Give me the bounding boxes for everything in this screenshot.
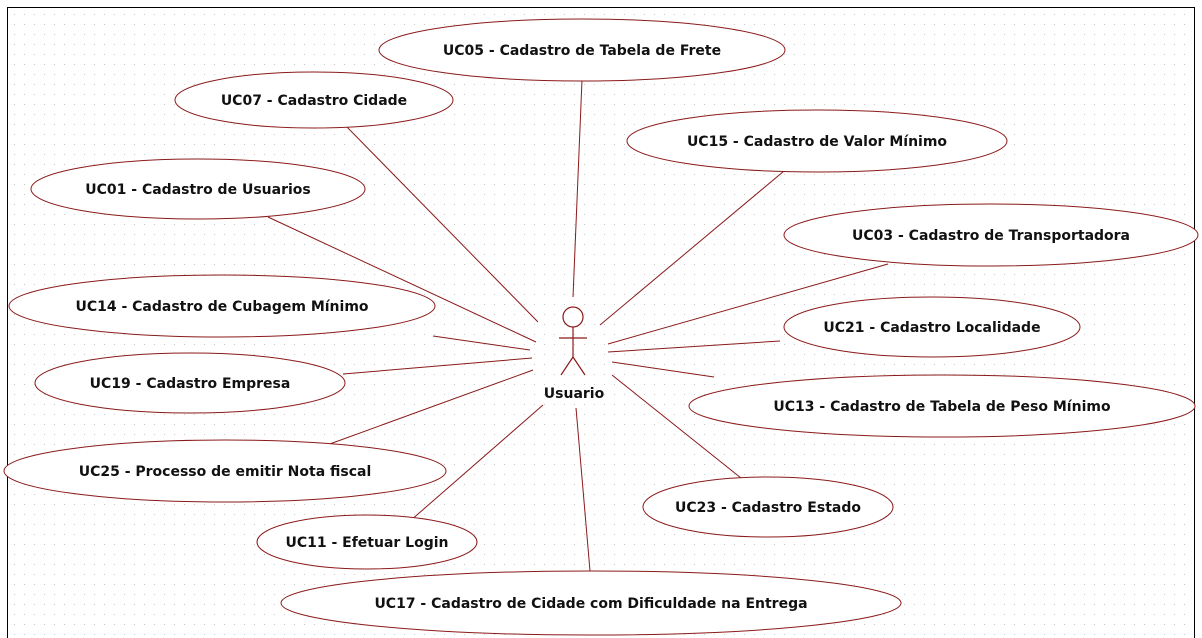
assoc-line-uc25 [326,369,534,446]
assoc-line-uc19 [342,357,533,375]
assoc-line-uc17 [575,407,591,572]
assoc-line-uc15 [599,170,785,326]
use-case-uc25[interactable]: UC25 - Processo de emitir Nota fiscal [3,439,447,503]
assoc-line-uc13 [611,361,715,378]
use-case-label: UC15 - Cadastro de Valor Mínimo [687,134,947,150]
assoc-line-uc05 [572,79,583,298]
assoc-line-uc03 [607,263,889,345]
use-case-uc21[interactable]: UC21 - Cadastro Localidade [783,296,1081,358]
actor-label: Usuario [544,386,605,402]
actor-stick-figure-icon [559,306,587,376]
use-case-uc14[interactable]: UC14 - Cadastro de Cubagem Mínimo [8,274,436,338]
use-case-uc23[interactable]: UC23 - Cadastro Estado [642,476,894,538]
assoc-line-uc07 [344,124,539,323]
use-case-label: UC14 - Cadastro de Cubagem Mínimo [75,299,368,315]
use-case-label: UC13 - Cadastro de Tabela de Peso Mínimo [773,399,1111,415]
use-case-label: UC01 - Cadastro de Usuarios [85,182,310,198]
use-case-ellipses: UC05 - Cadastro de Tabela de Frete UC07 … [3,18,1199,636]
use-case-label: UC17 - Cadastro de Cidade com Dificuldad… [374,596,807,612]
use-case-uc17[interactable]: UC17 - Cadastro de Cidade com Dificuldad… [280,570,902,636]
assoc-line-uc21 [607,340,781,353]
assoc-line-uc11 [409,404,544,522]
use-case-label: UC05 - Cadastro de Tabela de Frete [443,43,721,59]
use-case-uc01[interactable]: UC01 - Cadastro de Usuarios [30,158,366,220]
use-case-label: UC23 - Cadastro Estado [675,500,861,516]
use-case-label: UC19 - Cadastro Empresa [90,376,291,392]
use-case-uc11[interactable]: UC11 - Efetuar Login [256,514,478,570]
use-case-uc05[interactable]: UC05 - Cadastro de Tabela de Frete [378,18,786,82]
use-case-label: UC03 - Cadastro de Transportadora [852,228,1130,244]
diagram-frame [7,7,1195,638]
use-case-label: UC21 - Cadastro Localidade [823,320,1040,336]
use-case-label: UC25 - Processo de emitir Nota fiscal [79,464,372,480]
use-case-uc07[interactable]: UC07 - Cadastro Cidade [174,71,454,129]
use-case-label: UC11 - Efetuar Login [285,535,448,551]
actor-usuario[interactable]: Usuario [544,306,605,402]
use-case-uc15[interactable]: UC15 - Cadastro de Valor Mínimo [626,109,1008,173]
assoc-line-uc01 [267,216,537,343]
assoc-line-uc23 [611,374,742,479]
use-case-uc03[interactable]: UC03 - Cadastro de Transportadora [783,203,1199,267]
assoc-line-uc14 [432,335,531,351]
use-case-uc19[interactable]: UC19 - Cadastro Empresa [34,352,346,414]
use-case-label: UC07 - Cadastro Cidade [221,93,407,109]
use-case-uc13[interactable]: UC13 - Cadastro de Tabela de Peso Mínimo [688,374,1196,438]
association-lines [267,79,889,572]
